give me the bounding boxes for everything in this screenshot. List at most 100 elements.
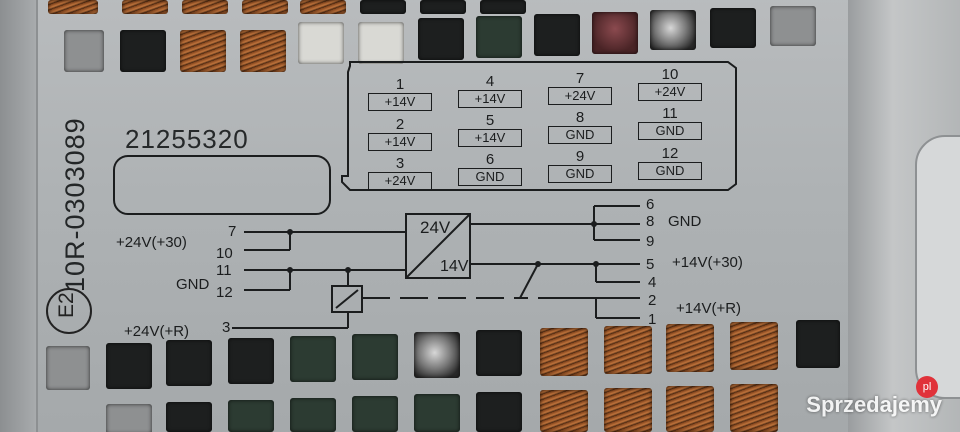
vent-hole xyxy=(650,10,696,50)
approval-mark: E2 xyxy=(55,292,78,318)
vent-hole xyxy=(730,322,778,370)
pin-value: GND xyxy=(548,165,612,183)
vent-hole xyxy=(46,346,90,390)
vent-hole xyxy=(240,30,286,72)
vent-hole xyxy=(476,330,522,376)
watermark-logo: Sprzedajemy xyxy=(806,392,942,417)
vent-hole xyxy=(476,392,522,432)
left-pin-7: 7 xyxy=(228,223,237,240)
converter-input-label: 24V xyxy=(420,218,451,237)
label-frame xyxy=(113,155,331,215)
right-supply-14r-label: +14V(+R) xyxy=(676,300,742,317)
pin-value: GND xyxy=(548,126,612,144)
vent-hole xyxy=(360,0,406,14)
vent-hole xyxy=(420,0,466,14)
pin-number: 1 xyxy=(395,76,405,93)
pin-number: 8 xyxy=(575,109,585,126)
pin-value: GND xyxy=(638,122,702,140)
pin-value: +24V xyxy=(548,87,612,105)
right-pin-9: 9 xyxy=(646,233,655,250)
vent-hole xyxy=(106,343,152,389)
vent-hole xyxy=(300,0,346,14)
vent-hole xyxy=(298,22,344,64)
vent-hole xyxy=(242,0,288,14)
vent-hole xyxy=(710,8,756,48)
converter-box xyxy=(405,213,471,279)
vent-hole xyxy=(180,30,226,72)
converter-output-label: 14V xyxy=(440,258,469,275)
pin-number: 6 xyxy=(485,151,495,168)
side-panel-cutout xyxy=(915,135,960,399)
approval-mark-circle xyxy=(46,288,92,334)
pin-value: +14V xyxy=(368,133,432,151)
right-pin-1: 1 xyxy=(648,311,657,328)
pin-value: +24V xyxy=(368,172,432,190)
serial-number: 21255320 xyxy=(125,124,249,154)
vent-hole xyxy=(228,338,274,384)
pin-number: 10 xyxy=(661,66,679,83)
pin-number: 11 xyxy=(662,105,678,122)
right-pin-8: 8 xyxy=(646,213,655,230)
vent-hole xyxy=(604,388,652,432)
pin-number: 7 xyxy=(575,70,585,87)
vent-hole xyxy=(666,324,714,372)
vent-hole xyxy=(414,332,460,378)
pin-number: 9 xyxy=(575,148,585,165)
left-pin-12: 12 xyxy=(216,284,233,301)
vent-hole xyxy=(64,30,104,72)
pin-number: 3 xyxy=(395,155,405,172)
vent-hole xyxy=(166,340,212,386)
vent-hole xyxy=(476,16,522,58)
vent-hole xyxy=(604,326,652,374)
housing-left-edge xyxy=(0,0,36,432)
watermark-badge: pl xyxy=(916,376,938,398)
pin-number: 12 xyxy=(661,145,679,162)
right-pin-2: 2 xyxy=(648,292,657,309)
vent-hole xyxy=(414,394,460,432)
vent-hole xyxy=(166,402,212,432)
vent-hole xyxy=(290,336,336,382)
vent-hole xyxy=(592,12,638,54)
vent-hole xyxy=(730,384,778,432)
left-supply-24-label: +24V(+30) xyxy=(116,234,187,251)
vent-hole xyxy=(540,390,588,432)
vent-hole xyxy=(228,400,274,432)
pin-number: 2 xyxy=(395,116,405,133)
approval-code: 10R-0303089 xyxy=(60,117,90,292)
left-pin-11: 11 xyxy=(216,262,232,279)
vent-hole xyxy=(352,334,398,380)
vent-hole xyxy=(182,0,228,14)
right-gnd-label: GND xyxy=(668,213,702,230)
pin-number: 5 xyxy=(485,112,495,129)
vent-hole xyxy=(534,14,580,56)
right-pin-5: 5 xyxy=(646,256,655,273)
left-gnd-label: GND xyxy=(176,276,210,293)
pin-number: 4 xyxy=(485,73,495,90)
pin-value: +14V xyxy=(368,93,432,111)
vent-hole xyxy=(480,0,526,14)
pin-value: +14V xyxy=(458,129,522,147)
vent-hole xyxy=(358,22,404,64)
vent-hole xyxy=(666,386,714,432)
vent-hole xyxy=(796,320,840,368)
vent-hole xyxy=(48,0,98,14)
right-pin-6: 6 xyxy=(646,196,655,213)
vent-hole xyxy=(290,398,336,432)
vent-hole xyxy=(352,396,398,432)
vent-hole xyxy=(770,6,816,46)
vent-hole xyxy=(418,18,464,60)
pin-value: GND xyxy=(638,162,702,180)
vent-hole xyxy=(120,30,166,72)
pin-value: GND xyxy=(458,168,522,186)
left-supply-24r-label: +24V(+R) xyxy=(124,323,190,340)
right-supply-14-label: +14V(+30) xyxy=(672,254,743,271)
left-pin-10: 10 xyxy=(216,245,233,262)
right-pin-4: 4 xyxy=(648,274,657,291)
vent-hole xyxy=(122,0,168,14)
pin-value: +24V xyxy=(638,83,702,101)
connector-outline xyxy=(341,61,737,191)
left-pin-3: 3 xyxy=(222,319,231,336)
vent-hole xyxy=(540,328,588,376)
